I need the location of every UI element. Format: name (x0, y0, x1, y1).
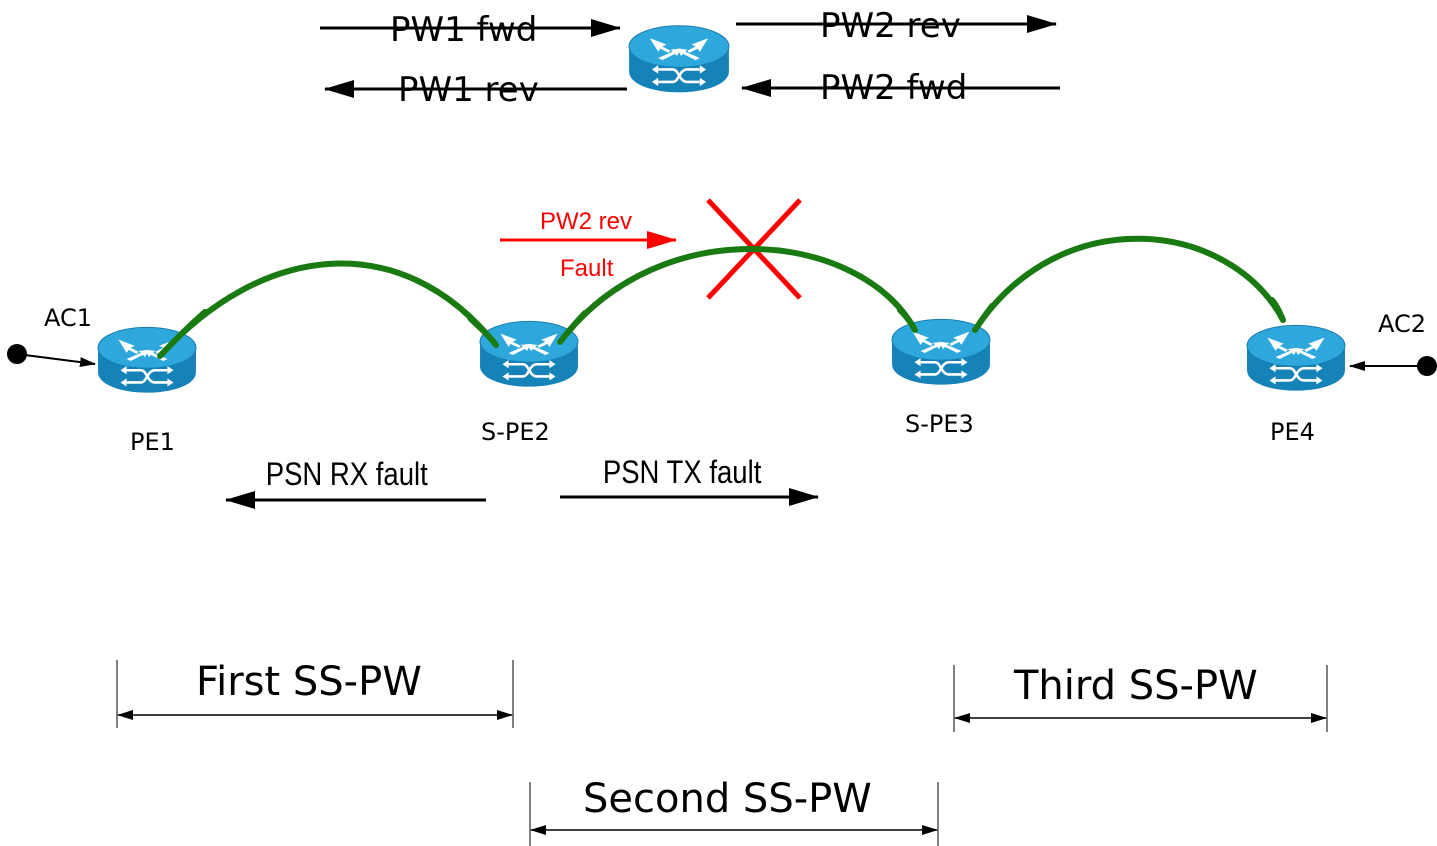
psn-tx-label: PSN TX fault (603, 455, 762, 490)
segment-third: Third SS-PW (953, 663, 1328, 732)
node-label-pe4: PE4 (1270, 418, 1315, 446)
node-label-spe3: S-PE3 (905, 410, 974, 438)
pw-link-spe2-spe3 (557, 246, 918, 345)
pw-links (157, 235, 1286, 359)
legend-group: PW1 fwd PW1 rev PW2 rev PW2 fwd (320, 6, 1060, 110)
node-label-spe2: S-PE2 (481, 418, 550, 446)
pw1-rev-label: PW1 rev (398, 70, 539, 110)
pw-link-end (972, 303, 995, 333)
router-icon (1245, 324, 1347, 392)
ac1-label: AC1 (44, 304, 92, 332)
pw-link-end (897, 307, 918, 333)
psn-rx-label: PSN RX fault (266, 457, 429, 492)
segment-second-label: Second SS-PW (583, 776, 872, 822)
pw1-fwd-label: PW1 fwd (390, 10, 537, 50)
fault-label: Fault (560, 255, 614, 282)
fault-pw2-rev-label: PW2 rev (540, 208, 632, 235)
router-icon (627, 24, 731, 94)
pw2-fwd-label: PW2 fwd (820, 68, 967, 108)
pw-link-spe3-pe4 (972, 235, 1286, 333)
ac2-group: AC2 (1349, 310, 1437, 376)
ac1-arrow (16, 353, 96, 368)
pw-link-end (1269, 297, 1286, 323)
pw-link-end (557, 310, 588, 345)
segment-first: First SS-PW (116, 659, 514, 728)
ac1-group: AC1 (7, 304, 96, 368)
segment-third-label: Third SS-PW (1013, 663, 1258, 709)
segment-second: Second SS-PW (529, 776, 939, 846)
segment-first-label: First SS-PW (196, 659, 422, 705)
pw2-rev-label: PW2 rev (820, 6, 961, 46)
node-label-pe1: PE1 (130, 428, 175, 456)
pw-link-pe1-spe2 (157, 260, 499, 359)
pw-link-ends (157, 297, 1286, 359)
router-icon (478, 320, 580, 388)
psn-fault-group: PSN RX fault PSN TX fault (225, 455, 819, 509)
pw-link-end (467, 315, 499, 348)
ac2-label: AC2 (1378, 310, 1426, 338)
pw-link-end (157, 309, 208, 359)
